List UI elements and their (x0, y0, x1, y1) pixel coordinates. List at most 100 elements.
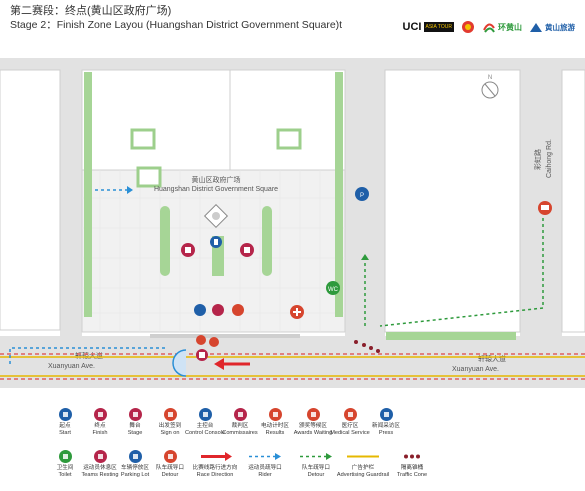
legend-label-cn: 运动员休息区 (83, 465, 117, 471)
traffic-cone-icon (362, 343, 366, 347)
north-compass-icon (481, 81, 499, 99)
map-start-icon (194, 304, 206, 316)
legend-label-en: Traffic Cone (396, 472, 428, 478)
planter-1 (130, 128, 156, 150)
road-label-xuanyuan-en-east: Xuanyuan Ave. (452, 366, 499, 373)
legend-label-cn: 裁判区 (231, 423, 249, 429)
legend-label-cn: 广告护栏 (351, 465, 375, 471)
legend-label-cn: 电动计时区 (261, 423, 289, 429)
legend-label-cn: 比赛线路行进方向 (192, 465, 238, 471)
legend-label-cn: 运动员疏导口 (248, 465, 282, 471)
legend-label-en: Rider (258, 472, 272, 478)
legend-label-en: Sign on (160, 430, 180, 436)
uci-logo-text: UCI (402, 21, 422, 33)
svg-text:P: P (360, 193, 364, 199)
legend-label-en: Detour (161, 472, 179, 478)
medical-icon (343, 408, 357, 421)
planter-long-east (262, 206, 272, 276)
planter-long-west (160, 206, 170, 276)
finish-zone-map: 黄山区政府广场 Huangshan District Government Sq… (0, 58, 585, 388)
legend-label-en: Medical Service (330, 430, 370, 436)
stage-icon (128, 408, 142, 421)
legend-label-en: Race Direction (196, 472, 234, 478)
finish-icon (93, 408, 107, 421)
cone-icon (392, 450, 432, 463)
huangshan-tour-logo: 环黄山 (482, 20, 522, 34)
east-building-block (384, 69, 521, 333)
svg-text:N: N (488, 75, 492, 81)
sculpture-core (212, 212, 220, 220)
legend-label-en: Toilet (58, 472, 72, 478)
center-vertical-road (345, 58, 385, 388)
awards-icon (306, 408, 320, 421)
legend-label-cn: 终点 (94, 423, 106, 429)
legend-label-cn: 出发签到 (158, 423, 182, 429)
caihong-road (520, 58, 562, 388)
planter-3 (136, 166, 162, 188)
parking-icon (128, 450, 142, 463)
detour-exit-icon (163, 450, 177, 463)
legend-label-en: Start (59, 430, 71, 436)
teams-icon (93, 450, 107, 463)
svg-text:WC: WC (328, 287, 339, 293)
road-label-caihong-en: Caihong Rd. (546, 139, 553, 178)
map-results-icon (196, 335, 206, 345)
signon-icon (163, 408, 177, 421)
road-label-caihong-cn: 彩虹路 (533, 149, 542, 170)
green-strip-south-east (386, 332, 516, 340)
legend-label-cn: 卫生间 (56, 465, 74, 471)
tour-swirl-icon (483, 23, 495, 33)
seal-logo (461, 20, 475, 34)
planter-2 (276, 128, 302, 150)
title-english: Stage 2：Finish Zone Layou (Huangshan Dis… (10, 19, 343, 31)
road-label-xuanyuan-cn-east: 轩辕大道 (478, 354, 506, 363)
finish-arch-icon (172, 349, 187, 377)
start-icon (58, 408, 72, 421)
legend-label-en: Teams Resting (81, 472, 119, 478)
legend-label-en: Press (378, 430, 394, 436)
plaza-label-en: Huangshan District Government Square (154, 186, 278, 193)
legend-label-cn: 医疗区 (341, 423, 359, 429)
toilet-icon (58, 450, 72, 463)
blue-dash-arrow-icon (245, 450, 285, 463)
red-arrow-icon (195, 450, 235, 463)
detour-arrow-icon (361, 254, 369, 260)
legend-label-cn: 起点 (59, 423, 71, 429)
traffic-cone-icon (369, 346, 373, 350)
sponsor-logos: UCI ASIA TOUR 环黄山 黄山旅游 (403, 20, 575, 34)
sponsor-logo: 黄山旅游 (529, 21, 575, 33)
sponsor-mark-icon (530, 23, 542, 32)
legend-label-cn: 车辆停放区 (121, 465, 149, 471)
green-strip-east (335, 72, 343, 317)
traffic-cone-icon (354, 340, 358, 344)
title-chinese: 第二赛段：终点(黄山区政府广场) (10, 5, 172, 17)
xuanyuan-avenue (0, 336, 585, 388)
legend-label-cn: 隔离锥桶 (400, 465, 424, 471)
plaza-label-cn: 黄山区政府广场 (192, 175, 241, 184)
detour-route-east (379, 218, 544, 327)
legend-label-cn: 队车疏导口 (156, 465, 184, 471)
map-parking-icon: P (355, 187, 369, 201)
legend-label-cn: 主控台 (196, 423, 214, 429)
legend-label-en: Control Console (184, 430, 226, 436)
map-finish-icon (196, 349, 208, 361)
map-signon-icon (209, 337, 219, 347)
road-label-xuanyuan-cn: 轩辕大道 (75, 351, 103, 360)
legend-label-en: Parking Lot (120, 472, 150, 478)
green-dash-arrow-icon (296, 450, 336, 463)
title-block: 第二赛段：终点(黄山区政府广场) Stage 2：Finish Zone Lay… (10, 4, 342, 32)
legend-label-en: Finish (92, 430, 108, 436)
legend-label-cn: 颁奖等候区 (299, 423, 327, 429)
uci-asia-tour-badge: ASIA TOUR (423, 22, 454, 32)
